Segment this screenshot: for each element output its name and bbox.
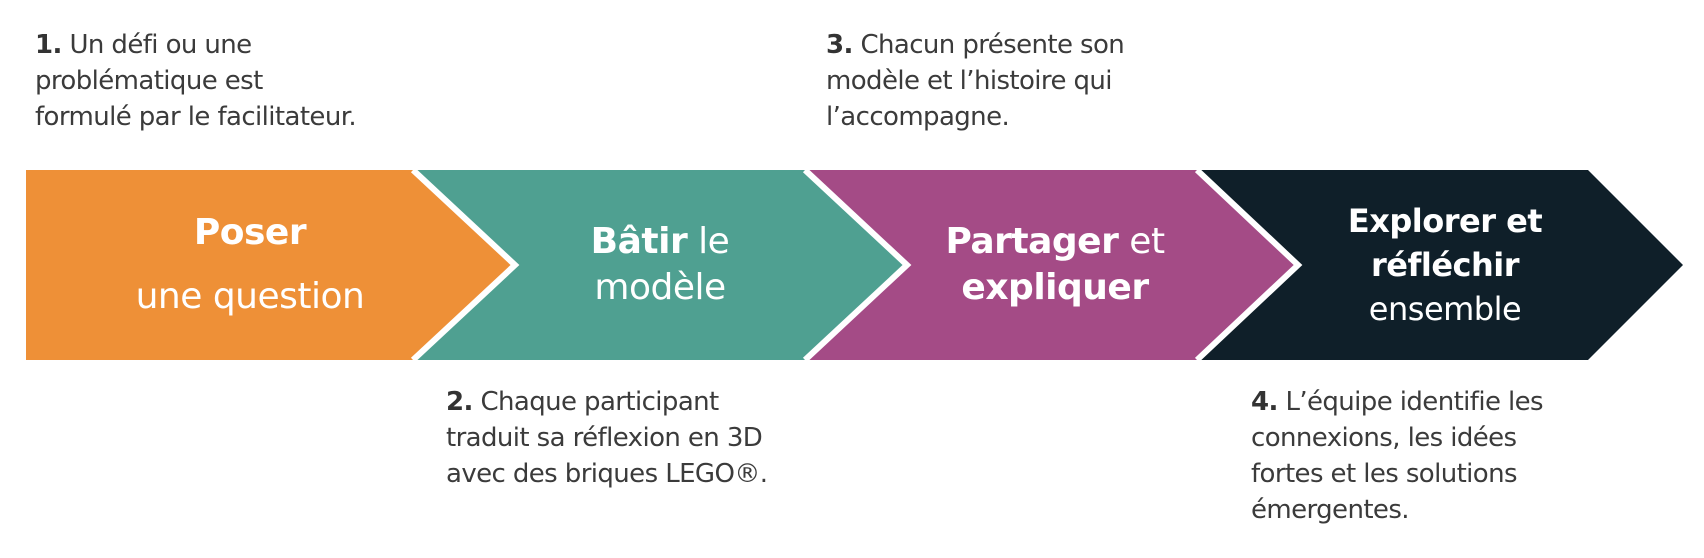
separator-3 [1194,167,1303,363]
step-3-chevron [805,170,1298,360]
separator-1 [410,167,520,363]
step-2-number: 2. [446,387,473,417]
step-4-chevron [1197,170,1683,360]
step-2-chevron [413,170,907,360]
step-3-note: 3. Chacun présente son modèle et l’histo… [826,30,1125,132]
separator-2 [802,167,912,363]
step-4-label: Explorer et réfléchir ensemble [1347,202,1543,328]
step-4-number: 4. [1251,387,1278,417]
step-3-number: 3. [826,30,853,60]
step-1-label: Poser une question [135,212,365,317]
step-2-note: 2. Chaque participant traduit sa réflexi… [446,387,768,489]
step-3-label: Partager et expliquer [945,221,1165,308]
step-1-number: 1. [35,30,62,60]
step-1-chevron [26,170,515,360]
step-2-label: Bâtir le modèle [590,221,730,308]
step-1-note: 1. Un défi ou une problématique est form… [35,30,357,132]
step-4-note: 4. L’équipe identifie les connexions, le… [1251,387,1544,525]
